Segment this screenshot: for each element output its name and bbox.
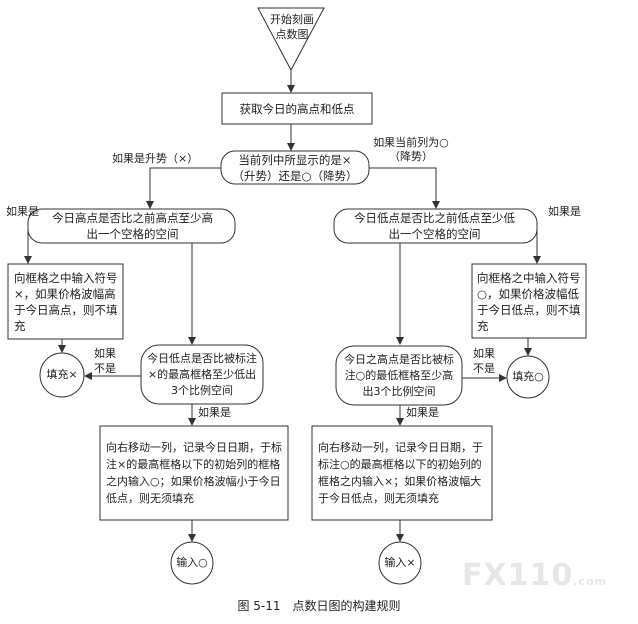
figure-caption: 图 5-11 点数日图的构建规则 — [237, 599, 401, 613]
down-fill-box-rect — [471, 263, 587, 339]
fill-x-node: 填充× — [46, 368, 78, 381]
start-node: 开始刻画点数图 — [270, 13, 314, 41]
up-check-node: 今日高点是否比之前高点至少高出一个空格的空间 — [52, 211, 213, 241]
up-fill-box-node: 向框格之中输入符号×，如果价格波幅高于今日高点，则不填充 — [14, 271, 118, 333]
down-reversal-node: 今日之高点是否比被标注○的最低框格至少高出3个比例空间 — [344, 352, 454, 398]
get-high-low-box — [221, 92, 373, 125]
label-if-no-right: 如果不是 — [473, 347, 495, 375]
input-o-node: 输入○ — [176, 556, 208, 569]
watermark-suffix: .com — [573, 575, 607, 588]
label-if-yes-left-bottom: 如果是 — [198, 406, 231, 419]
label-if-yes-left: 如果是 — [6, 205, 39, 218]
input-x-circle — [378, 541, 422, 585]
fill-o-node: 填充○ — [512, 370, 544, 383]
down-move-right-node: 向右移动一列，记录今日日期，于标注○的最高框格以下的初始列的框格之内输入×；如果… — [318, 441, 483, 505]
current-column-node: 当前列中所显示的是×（升势）还是○（降势） — [232, 152, 358, 183]
watermark-main: FX110 — [462, 558, 574, 593]
input-o-circle — [170, 541, 214, 585]
label-if-down: 如果当前列为○（降势） — [373, 136, 449, 163]
label-if-yes-right: 如果是 — [548, 205, 581, 218]
up-move-right-node: 向右移动一列，记录今日日期，于标注×的最高框格以下的初始列的框格之内输入○；如果… — [106, 441, 282, 505]
up-reversal-node: 今日低点是否比被标注×的最高框格至少低出3个比例空间 — [147, 351, 257, 397]
up-move-right-box — [99, 425, 289, 521]
watermark: FX110.com — [462, 558, 607, 593]
down-move-right-box — [311, 425, 493, 521]
down-check-node: 今日低点是否比之前低点至少低出一个空格的空间 — [354, 211, 515, 241]
input-x-node: 输入× — [384, 556, 416, 569]
start-triangle — [257, 7, 325, 72]
label-if-yes-right-bottom: 如果是 — [406, 406, 439, 419]
label-if-no-left: 如果不是 — [94, 347, 116, 375]
down-reversal-box — [335, 345, 463, 406]
up-reversal-box — [140, 344, 264, 405]
up-fill-box-rect — [7, 263, 124, 340]
label-if-up: 如果是升势（×） — [112, 152, 199, 165]
get-high-low-node: 获取今日的高点和低点 — [239, 101, 355, 116]
down-fill-box-node: 向框格之中输入符号○，如果价格波幅低于今日低点，则不填充 — [477, 271, 581, 333]
fill-o-circle — [506, 355, 550, 399]
